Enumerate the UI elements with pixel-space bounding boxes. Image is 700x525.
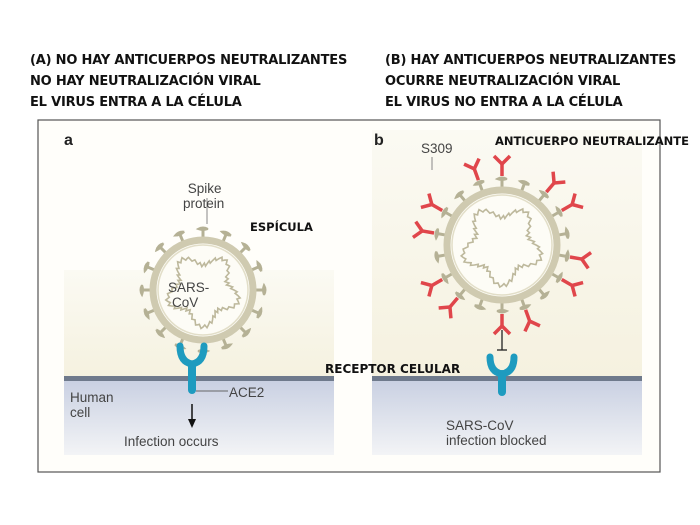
antibody-icon (492, 314, 512, 336)
virus-b (411, 154, 593, 336)
membrane-a (64, 376, 334, 381)
human-cell-label: Human cell (70, 390, 114, 420)
virus-label-line: CoV (172, 295, 199, 310)
antibody-icon (438, 296, 459, 319)
receptor-celular-label: RECEPTOR CELULAR (325, 362, 461, 376)
cell-b (372, 380, 642, 455)
antibody-icon (420, 277, 444, 297)
antibody-icon (569, 251, 593, 270)
antibody-icon (463, 157, 481, 181)
virus-label: SARS- CoV (168, 280, 209, 310)
antibody-icon (523, 309, 541, 333)
header-a-line: NO HAY NEUTRALIZACIÓN VIRAL (30, 74, 261, 89)
outcome-b-line: SARS-CoV (446, 418, 514, 433)
virus-a (139, 226, 267, 354)
outcome-b-line: infection blocked (446, 433, 547, 448)
header-a: (A) NO HAY ANTICUERPOS NEUTRALIZANTES NO… (30, 50, 347, 113)
outcome-b: SARS-CoV infection blocked (446, 418, 547, 448)
antibody-icon (420, 193, 444, 213)
antibody-icon (545, 171, 566, 194)
cell-label-line: Human (70, 390, 114, 405)
antibody-icon (411, 220, 435, 239)
panel-a-letter: a (64, 132, 73, 149)
rna-strand (164, 255, 242, 330)
espicula-label: ESPÍCULA (250, 220, 313, 234)
s309-label: S309 (421, 141, 453, 156)
spike-protein-label: Spike protein (183, 181, 224, 211)
spike-label-line: protein (183, 196, 225, 211)
header-b: (B) HAY ANTICUERPOS NEUTRALIZANTES OCURR… (385, 50, 676, 113)
inhibition-icon (497, 330, 507, 351)
antibody-icon (560, 277, 584, 297)
header-a-line: EL VIRUS ENTRA A LA CÉLULA (30, 95, 242, 110)
membrane-b (372, 376, 642, 381)
anticuerpo-label: ANTICUERPO NEUTRALIZANTE (495, 134, 689, 148)
header-b-line: EL VIRUS NO ENTRA A LA CÉLULA (385, 95, 623, 110)
spike-label-line: Spike (187, 181, 222, 196)
virus-label-line: SARS- (168, 280, 210, 295)
ace2-receptor-a (176, 342, 208, 394)
cell-label-line: cell (70, 405, 91, 420)
rna-strand (459, 207, 544, 289)
antibody-icon (492, 154, 512, 176)
arrow-down-icon (188, 404, 196, 428)
header-a-line: (A) NO HAY ANTICUERPOS NEUTRALIZANTES (30, 53, 348, 68)
header-b-line: OCURRE NEUTRALIZACIÓN VIRAL (385, 74, 621, 89)
header-b-line: (B) HAY ANTICUERPOS NEUTRALIZANTES (385, 53, 677, 68)
antibody-icon (560, 193, 584, 213)
cell-receptor-b (486, 353, 518, 396)
ace2-label: ACE2 (229, 385, 265, 400)
cell-a (64, 380, 334, 455)
panel-b-letter: b (374, 132, 384, 149)
outcome-a: Infection occurs (124, 434, 219, 449)
